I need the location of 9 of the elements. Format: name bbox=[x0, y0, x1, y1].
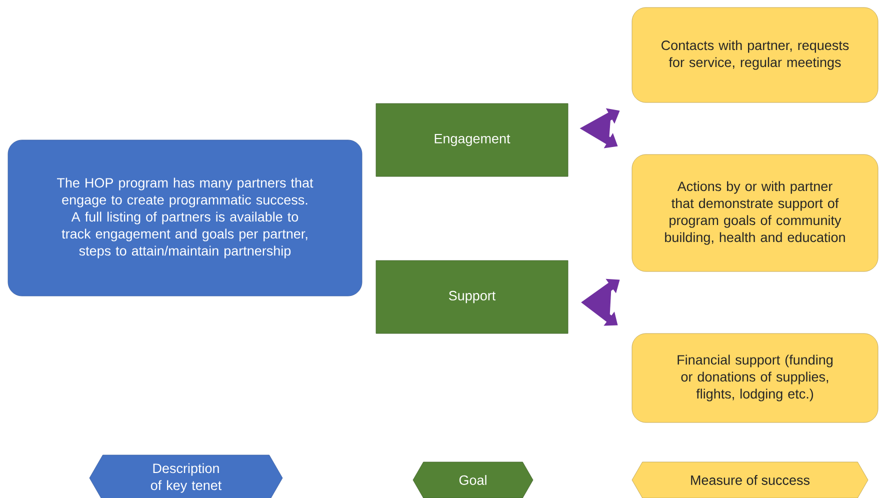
description-box: The HOP program has many partners that engage to create programmatic success. A full listing of partners is available to track engagement and goals per partner, steps to attain/maintain partnership bbox=[8, 140, 362, 296]
measure-box: Actions by or with partner that demonstrate support of program goals of community building, health and education bbox=[632, 154, 878, 272]
key-hexagon: Goal bbox=[412, 462, 534, 498]
goal-box: Support bbox=[376, 260, 568, 334]
key-hexagon: Description of key tenet bbox=[89, 454, 283, 498]
goal-box: Engagement bbox=[376, 103, 568, 177]
key-hexagon: Measure of success bbox=[632, 462, 868, 498]
measure-box: Financial support (funding or donations of supplies, flights, lodging etc.) bbox=[632, 333, 878, 423]
measure-box: Contacts with partner, requests for service, regular meetings bbox=[632, 7, 878, 103]
